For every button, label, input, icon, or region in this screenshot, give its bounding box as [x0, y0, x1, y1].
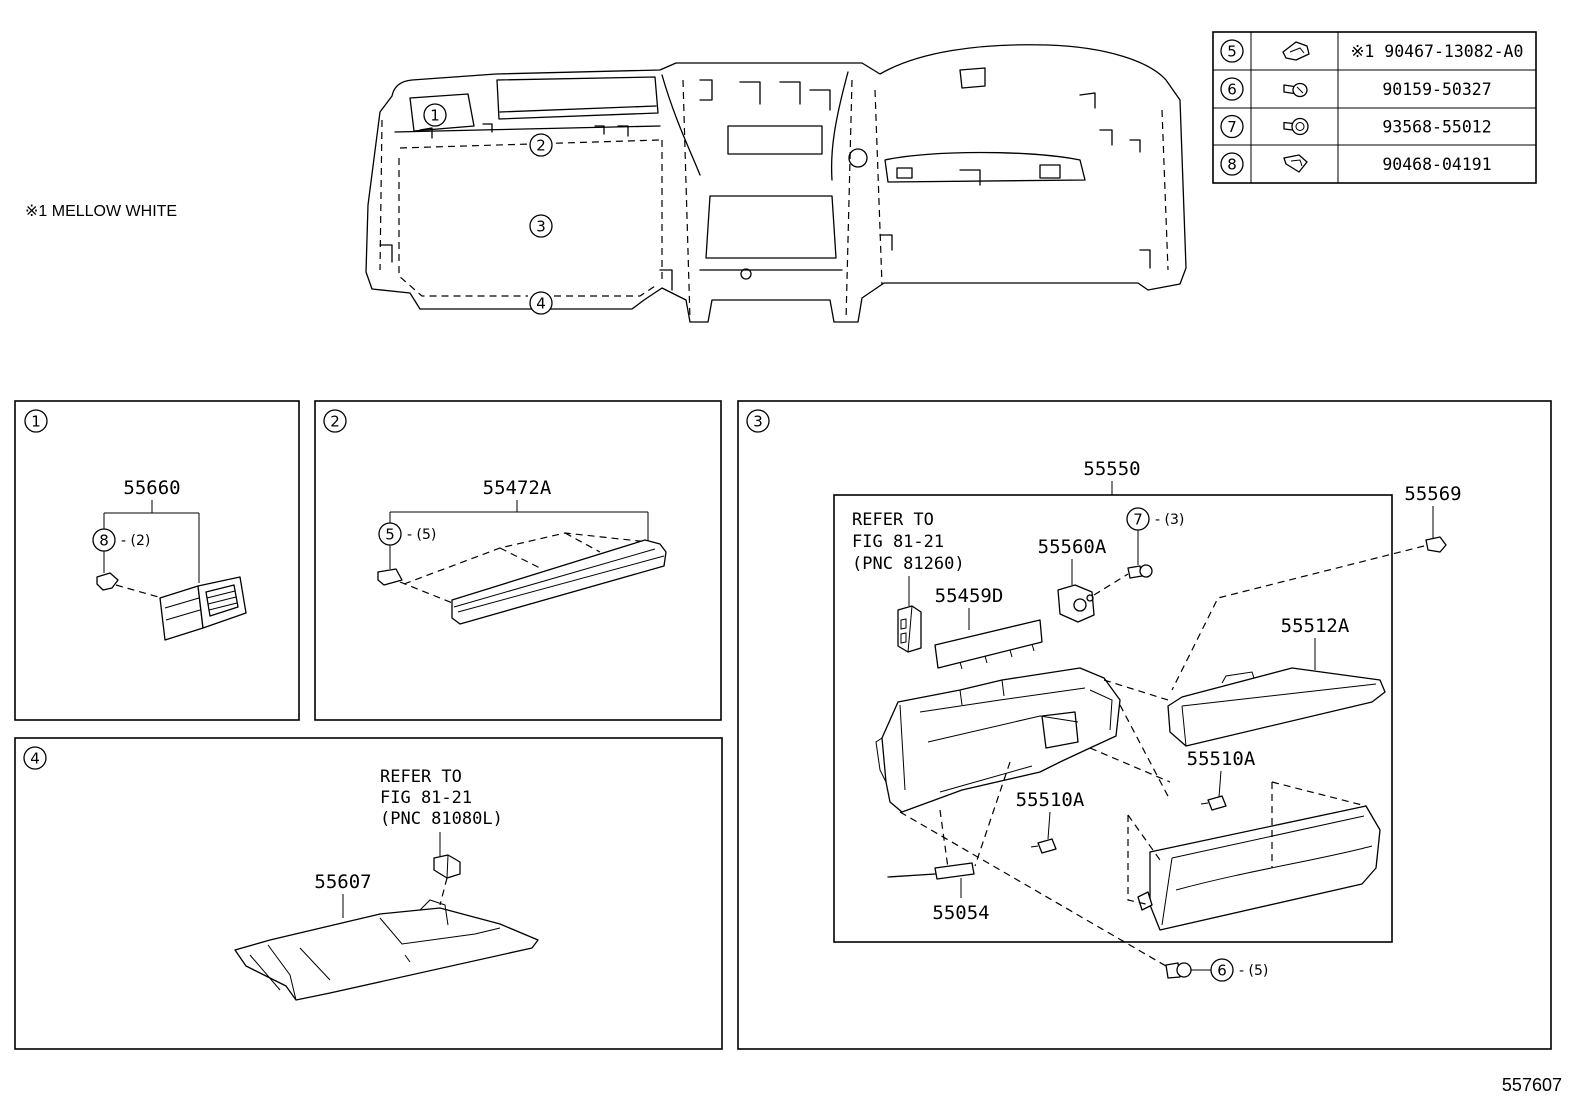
callout-circle [1220, 114, 1244, 139]
row-ref: 7 [1227, 118, 1237, 136]
clip-icon [1282, 41, 1310, 61]
detail-panel-4: 4 REFER TO FIG 81-21 (PNC 81080L) 55607 [14, 737, 723, 1050]
upper-panel-part [1167, 667, 1386, 747]
refer-note-line: REFER TO [380, 767, 462, 787]
overview-callout-4: 4 [529, 291, 553, 315]
svg-text:2: 2 [536, 137, 546, 155]
table-row: 7 93568-55012 [1220, 114, 1492, 139]
fastener-callout: 5 - (5) [378, 522, 436, 546]
cushion-strip-part [934, 619, 1043, 670]
damper-part [1207, 795, 1227, 811]
svg-text:7: 7 [1133, 511, 1143, 529]
air-vent-part [159, 576, 247, 641]
part-number: ※1 90467-13082-A0 [1351, 42, 1524, 61]
refer-note-line: (PNC 81260) [852, 554, 965, 574]
detail-panel-1: 1 55660 8 - (2) [14, 400, 300, 721]
svg-text:8: 8 [99, 532, 109, 550]
part-label: 55054 [932, 902, 989, 924]
row-ref: 5 [1227, 43, 1237, 61]
part-label: 55459D [935, 585, 1004, 607]
screw-part [1165, 962, 1192, 979]
refer-note-line: REFER TO [852, 510, 934, 530]
callout-circle [1220, 77, 1244, 101]
svg-text:4: 4 [536, 295, 546, 313]
part-label: 55569 [1404, 483, 1461, 505]
svg-text:- (5): - (5) [1239, 963, 1268, 979]
clip-part [1425, 536, 1447, 553]
switch-connector-part [897, 605, 922, 653]
svg-text:3: 3 [536, 218, 546, 236]
refer-note-line: (PNC 81080L) [380, 809, 503, 829]
part-number: 90159-50327 [1382, 80, 1491, 99]
callout-circle [1220, 152, 1244, 176]
svg-text:5: 5 [385, 526, 395, 544]
fastener-callout: 6 - (5) [1210, 958, 1268, 982]
part-label: 55560A [1038, 536, 1107, 558]
part-label: 55510A [1187, 748, 1256, 770]
leader-lines [389, 500, 649, 569]
instrument-panel-overview: 1 2 3 4 [365, 44, 1187, 323]
trim-strip-part [451, 539, 667, 625]
callout-circle [1220, 39, 1244, 63]
bolt-part [1127, 564, 1153, 579]
clip-icon [1283, 154, 1308, 173]
glove-box-door-part [1137, 805, 1381, 931]
panel-ref-callout: 1 [24, 409, 48, 433]
lock-part [1057, 584, 1095, 623]
svg-text:6: 6 [1217, 962, 1227, 980]
svg-text:- (3): - (3) [1155, 512, 1184, 528]
screw-icon [1283, 82, 1308, 98]
part-label: 55512A [1281, 615, 1350, 637]
part-number: 93568-55012 [1382, 118, 1491, 137]
row-ref: 6 [1227, 81, 1237, 99]
svg-text:- (5): - (5) [407, 527, 436, 543]
assembly-frame [833, 494, 1393, 943]
table-row: 6 90159-50327 [1220, 77, 1492, 101]
part-label: 55472A [483, 477, 552, 499]
leader-lines [103, 500, 200, 583]
table-row: 8 90468-04191 [1220, 152, 1492, 176]
fastener-table: 5 ※1 90467-13082-A0 6 90159-50327 7 [1212, 31, 1537, 184]
diagram-id: 557607 [1502, 1075, 1562, 1095]
svg-text:- (2): - (2) [121, 533, 150, 549]
detail-panel-3: 3 55550 55569 REFER TO FIG 81-21 (PNC 81… [737, 400, 1552, 1050]
panel-ref-callout: 3 [746, 409, 770, 433]
panel-ref-callout: 4 [23, 746, 47, 770]
detail-panel-2: 2 55472A 5 - (5) [314, 400, 722, 721]
damper-part [1037, 838, 1057, 854]
part-label: 55607 [314, 871, 371, 893]
part-label: 55660 [123, 477, 180, 499]
row-ref: 8 [1227, 156, 1237, 174]
svg-text:1: 1 [430, 107, 440, 125]
overview-callout-2: 2 [529, 133, 553, 157]
assembly-label: 55550 [1083, 458, 1140, 480]
fastener-callout: 7 - (3) [1126, 507, 1184, 531]
overview-callout-1: 1 [423, 103, 447, 127]
svg-text:4: 4 [30, 750, 40, 768]
rod-part [887, 862, 975, 880]
clip-part [377, 568, 403, 586]
svg-text:2: 2 [330, 413, 340, 431]
refer-note-line: FIG 81-21 [852, 532, 944, 552]
table-row: 5 ※1 90467-13082-A0 [1220, 39, 1524, 63]
clip-part [96, 572, 119, 591]
panel-ref-callout: 2 [323, 409, 347, 433]
bolt-icon [1283, 117, 1309, 136]
refer-note-line: FIG 81-21 [380, 788, 472, 808]
svg-text:1: 1 [31, 413, 41, 431]
part-number: 90468-04191 [1382, 155, 1491, 174]
lower-panel-part [234, 899, 539, 1001]
color-note: ※1 MELLOW WHITE [25, 203, 177, 220]
glove-box-housing-part [875, 667, 1121, 813]
fastener-callout: 8 - (2) [92, 528, 150, 552]
part-label: 55510A [1016, 789, 1085, 811]
overview-callout-3: 3 [529, 214, 553, 238]
svg-text:3: 3 [753, 413, 763, 431]
